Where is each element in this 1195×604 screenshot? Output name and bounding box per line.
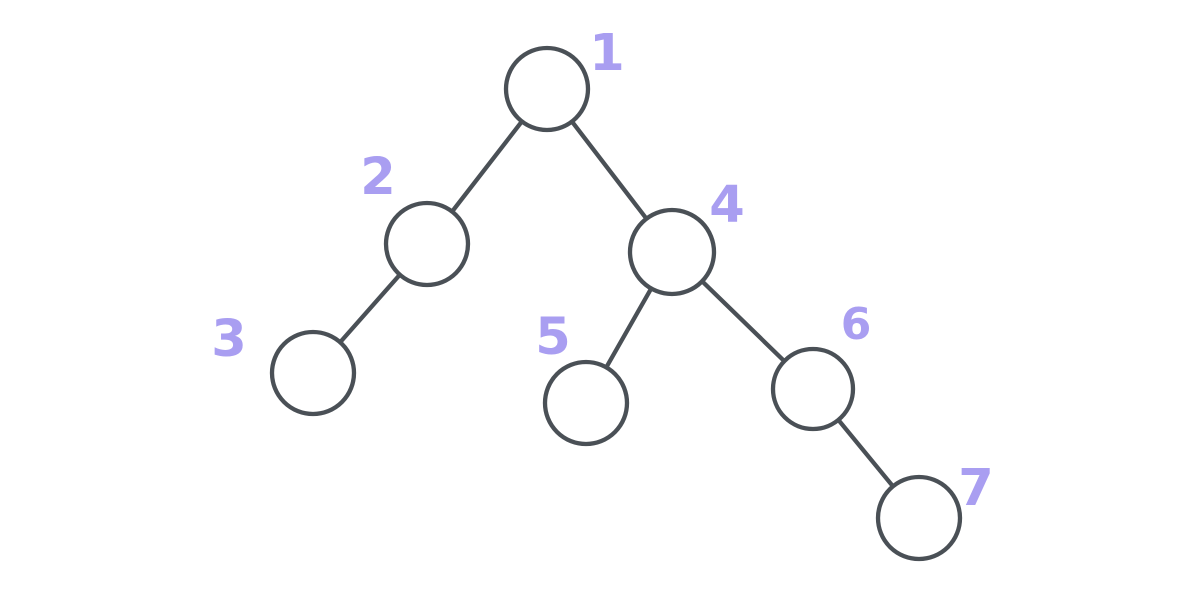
label-layer: 1 2 3 4 5 6 7 [211, 24, 994, 518]
node-label-2: 2 [360, 148, 396, 207]
edge-layer [310, 86, 922, 521]
node-label-3: 3 [211, 310, 247, 369]
node-2 [383, 200, 471, 288]
node-1 [503, 45, 591, 133]
node-7 [875, 474, 963, 562]
node-4 [627, 207, 717, 297]
node-3 [269, 329, 357, 417]
node-label-6: 6 [841, 299, 872, 350]
node-label-7: 7 [958, 459, 994, 518]
node-layer [269, 45, 963, 562]
node-label-4: 4 [709, 176, 745, 235]
node-5 [542, 359, 630, 447]
node-label-1: 1 [589, 24, 625, 83]
node-label-5: 5 [535, 308, 571, 367]
node-6 [770, 346, 856, 432]
